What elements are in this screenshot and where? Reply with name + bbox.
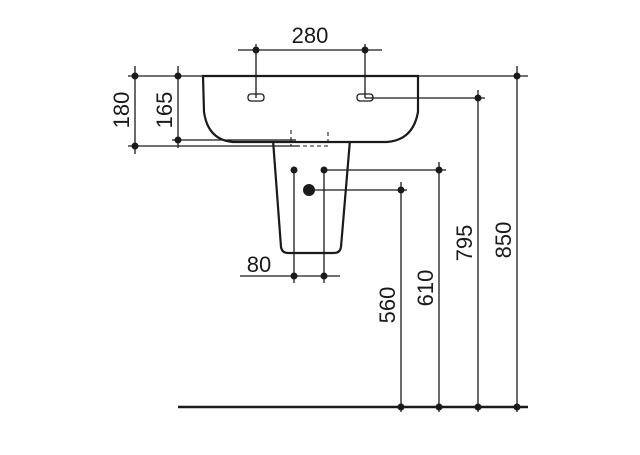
dim-280-dot-right (361, 46, 369, 54)
dim-795-label: 795 (452, 225, 477, 262)
dim-280-dot-left (252, 46, 260, 54)
dim-165-label: 165 (152, 92, 177, 129)
dim-165-dot-top (174, 72, 182, 80)
dim-180-dot-bottom (131, 142, 139, 150)
dim-850-dot-top (513, 72, 521, 80)
dim-80-dot-right (320, 272, 328, 280)
dim-280-label: 280 (292, 23, 329, 48)
dim-560-label: 560 (375, 287, 400, 324)
dim-165-dot-bottom (174, 136, 182, 144)
dim-560-dot-top (397, 186, 405, 194)
dim-80-label: 80 (247, 252, 271, 277)
waste-hidden-outline (290, 130, 329, 147)
dim-610-dot-bottom (435, 403, 443, 411)
dim-850-label: 850 (491, 222, 516, 259)
dim-610-dot-top (435, 166, 443, 174)
dim-560-dot-bottom (397, 403, 405, 411)
dim-795-dot-top (474, 94, 482, 102)
basin-outline (201, 74, 420, 144)
dim-850-dot-bottom (513, 403, 521, 411)
dim-80-dot-left (290, 272, 298, 280)
dim-180-label: 180 (109, 92, 134, 129)
pedestal-outline (271, 138, 352, 255)
dim-610-label: 610 (413, 270, 438, 307)
dim-795-dot-bottom (474, 403, 482, 411)
dim-180-dot-top (131, 72, 139, 80)
